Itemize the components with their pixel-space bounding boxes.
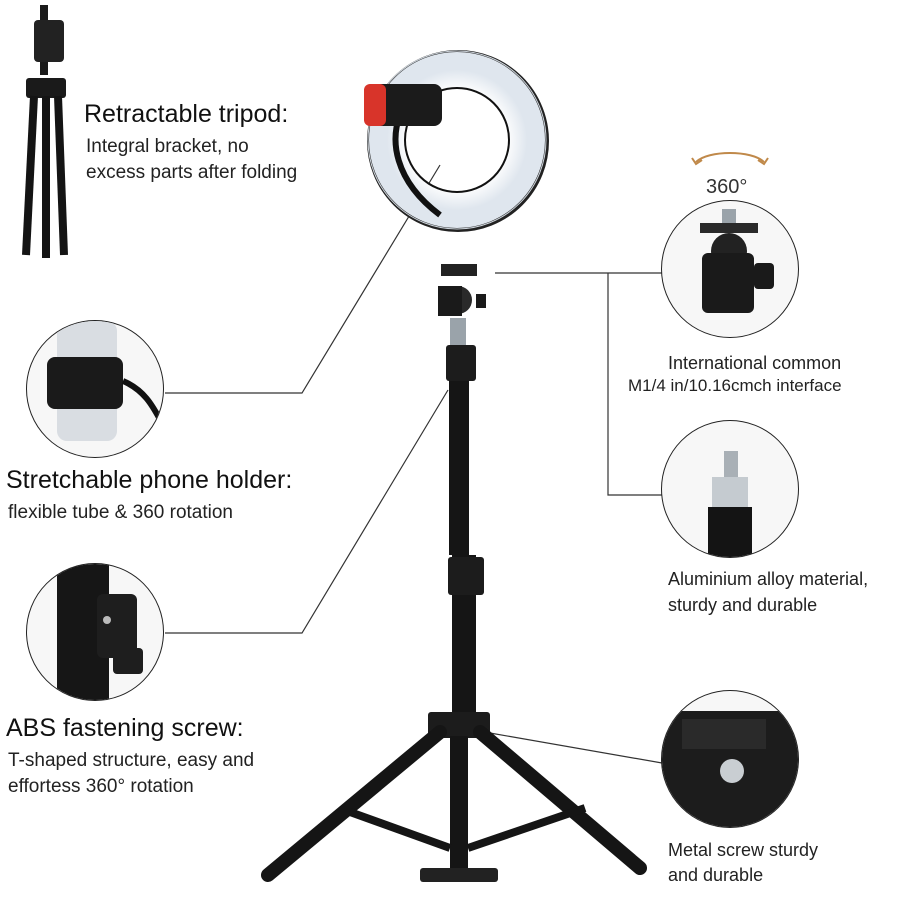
callout-lines [165,164,663,764]
abs-screw-desc-line2: effortess 360° rotation [8,776,194,797]
aluminium-pole-detail-image [661,420,799,558]
tripod-desc-line2: excess parts after folding [86,162,298,183]
abs-screw-title: ABS fastening screw: [6,714,244,742]
ball-head-detail-image [661,200,799,338]
metal-screw-detail-image [661,690,799,828]
interface-line1: International common [668,353,842,373]
folded-tripod [22,5,68,258]
phone-holder-detail-image [26,320,164,458]
rotation-label: 360° [706,176,748,198]
metal-screw-line2: and durable [668,865,764,885]
phone-holder-desc: flexible tube & 360 rotation [8,502,233,523]
tripod-desc-line1: Integral bracket, no [86,136,249,157]
interface-line2: M1/4 in/10.16cmch interface [628,376,842,395]
abs-screw-desc-line1: T-shaped structure, easy and [8,750,255,771]
metal-screw-line1: Metal screw sturdy [668,840,819,860]
ring-light [367,50,549,232]
phone-holder-title: Stretchable phone holder: [6,466,293,494]
tripod-title: Retractable tripod: [84,100,289,128]
rotation-arrows-icon [691,152,769,166]
abs-screw-detail-image [26,563,164,701]
material-line2: sturdy and durable [668,595,818,615]
material-line1: Aluminium alloy material, [668,569,869,589]
